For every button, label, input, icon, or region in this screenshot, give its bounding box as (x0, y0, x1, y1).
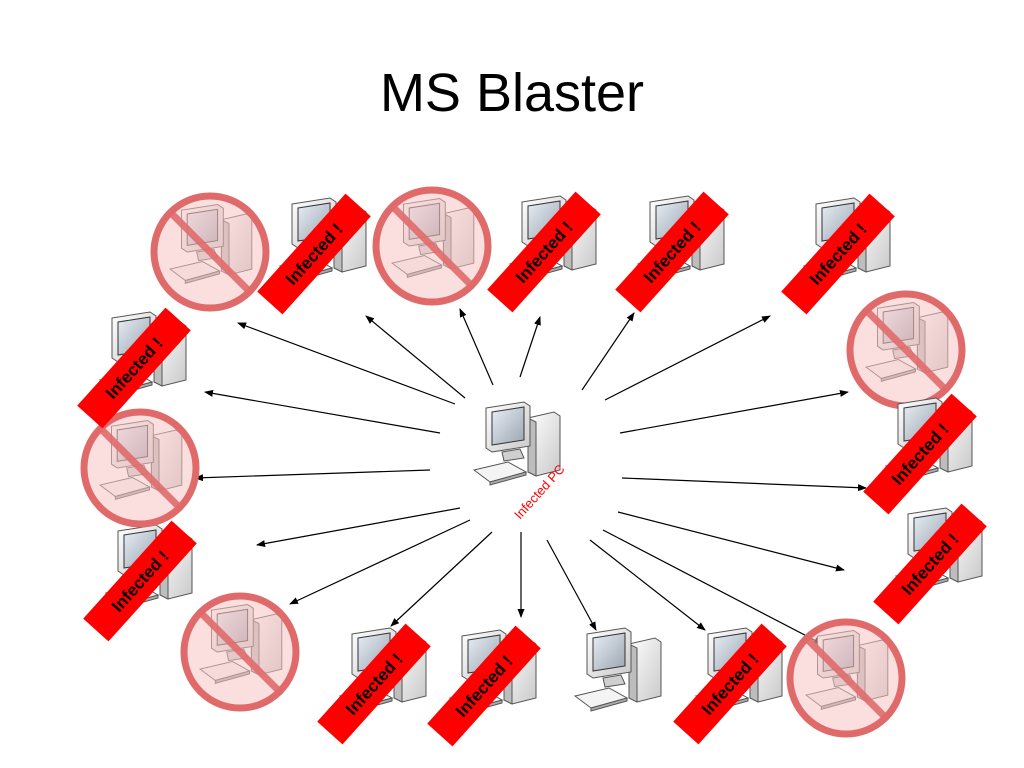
center-infected-pc: Infected PC (472, 401, 568, 522)
pc-right-2: Infected ! (863, 393, 977, 515)
prohibited-icon (80, 408, 200, 528)
pc-bottom-left (180, 592, 300, 712)
network-computers: Infected !Infected !Infected !Infected !… (77, 186, 987, 747)
prohibited-icon (372, 186, 492, 306)
pc-bottom-2: Infected ! (317, 623, 431, 745)
pc-right-3: Infected ! (873, 503, 987, 625)
prohibited-icon (846, 290, 966, 410)
propagation-arrow (619, 389, 849, 434)
slide-title: MS Blaster (379, 63, 645, 123)
pc-bottom-3: Infected ! (427, 625, 541, 747)
computer-icon (573, 627, 662, 712)
propagation-arrow (289, 519, 471, 605)
pc-top-4: Infected ! (487, 191, 601, 313)
center-computer-group: Infected PC (472, 401, 568, 522)
propagation-arrow (390, 531, 493, 627)
computer-icon (472, 401, 561, 486)
propagation-arrow (194, 469, 431, 482)
pc-top-left (150, 192, 270, 312)
pc-bottom-4 (573, 627, 662, 712)
propagation-arrow (602, 529, 823, 645)
infected-banner: Infected ! (673, 623, 787, 745)
pc-bottom-5: Infected ! (673, 623, 787, 745)
propagation-arrow (589, 539, 706, 631)
prohibited-icon (786, 618, 906, 738)
propagation-arrow (365, 315, 466, 399)
prohibited-icon (180, 592, 300, 712)
propagation-arrow (604, 315, 771, 401)
prohibited-icon (150, 192, 270, 312)
propagation-arrow (459, 308, 494, 386)
propagation-arrows (194, 308, 867, 645)
pc-left-3: Infected ! (83, 520, 197, 642)
pc-top-3 (372, 186, 492, 306)
pc-right-1 (846, 290, 966, 410)
pc-bottom-right (786, 618, 906, 738)
propagation-arrow (204, 389, 441, 434)
pc-left-2 (80, 408, 200, 528)
pc-top-right: Infected ! (781, 193, 895, 315)
propagation-arrow (621, 477, 867, 492)
propagation-arrow (237, 322, 456, 405)
propagation-arrow (519, 316, 541, 378)
propagation-arrow (617, 511, 845, 572)
pc-top-2: Infected ! (257, 193, 371, 315)
propagation-arrow (256, 507, 461, 548)
propagation-arrow (581, 312, 635, 391)
pc-top-5: Infected ! (615, 191, 729, 313)
propagation-arrow (546, 539, 597, 631)
